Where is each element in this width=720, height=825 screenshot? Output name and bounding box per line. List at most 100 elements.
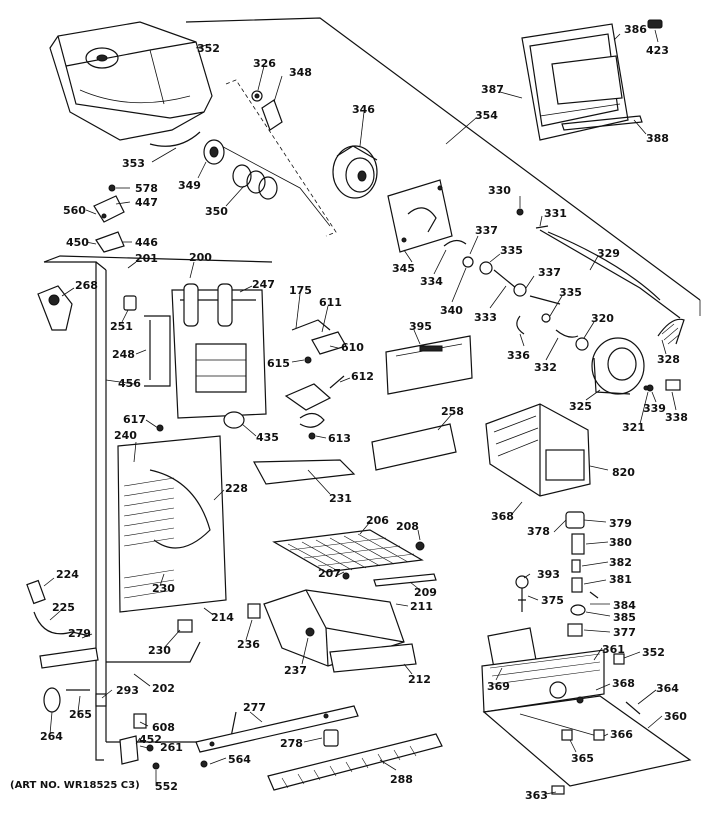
callout-175: 175 bbox=[289, 284, 312, 297]
shutter-motor-part bbox=[575, 318, 685, 395]
callout-361: 361 bbox=[602, 643, 625, 656]
callout-201: 201 bbox=[135, 252, 158, 265]
linkage-parts bbox=[443, 208, 681, 338]
control-panel-part bbox=[385, 335, 473, 395]
callout-237: 237 bbox=[284, 664, 307, 677]
callout-615: 615 bbox=[267, 357, 290, 370]
callout-611: 611 bbox=[319, 296, 342, 309]
callout-456: 456 bbox=[118, 377, 141, 390]
callout-224: 224 bbox=[56, 568, 79, 581]
callout-423: 423 bbox=[646, 44, 669, 57]
callout-331: 331 bbox=[544, 207, 567, 220]
callout-368b: 368 bbox=[612, 677, 635, 690]
callout-214: 214 bbox=[211, 611, 234, 624]
callout-328: 328 bbox=[657, 353, 680, 366]
callout-206: 206 bbox=[366, 514, 389, 527]
callout-333: 333 bbox=[474, 311, 497, 324]
callout-384: 384 bbox=[613, 599, 636, 612]
callout-225: 225 bbox=[52, 601, 75, 614]
callout-288: 288 bbox=[390, 773, 413, 786]
callout-200: 200 bbox=[189, 251, 212, 264]
callout-385: 385 bbox=[613, 611, 636, 624]
callout-268: 268 bbox=[75, 279, 98, 292]
callout-446: 446 bbox=[135, 236, 158, 249]
callout-335a: 335 bbox=[500, 244, 523, 257]
callout-349: 349 bbox=[178, 179, 201, 192]
callout-265: 265 bbox=[69, 708, 92, 721]
callout-202: 202 bbox=[152, 682, 175, 695]
callout-207: 207 bbox=[318, 567, 341, 580]
callout-435: 435 bbox=[256, 431, 279, 444]
callout-340: 340 bbox=[440, 304, 463, 317]
toe-grille-part bbox=[267, 733, 443, 791]
drain-bracket-part bbox=[253, 459, 356, 485]
callout-387: 387 bbox=[481, 83, 504, 96]
callout-231: 231 bbox=[329, 492, 352, 505]
callout-380: 380 bbox=[609, 536, 632, 549]
callout-332: 332 bbox=[534, 361, 557, 374]
bin-drawer-part bbox=[263, 589, 417, 673]
lower-left-hardware-part bbox=[43, 687, 160, 770]
callout-365: 365 bbox=[571, 752, 594, 765]
callout-452: 452 bbox=[139, 733, 162, 746]
callout-378: 378 bbox=[527, 525, 550, 538]
callout-330: 330 bbox=[488, 184, 511, 197]
motor-bracket-part bbox=[387, 179, 453, 253]
callout-578: 578 bbox=[135, 182, 158, 195]
callout-326: 326 bbox=[253, 57, 276, 70]
callout-334: 334 bbox=[420, 275, 443, 288]
callout-820: 820 bbox=[612, 466, 635, 479]
callout-366: 366 bbox=[610, 728, 633, 741]
bottom-rail-part bbox=[195, 705, 359, 768]
evaporator-coil-part bbox=[117, 435, 227, 613]
ice-maker-part bbox=[485, 403, 591, 497]
callout-251: 251 bbox=[110, 320, 133, 333]
wire-shelf-part bbox=[272, 529, 424, 573]
nut-and-bracket-part bbox=[251, 90, 283, 131]
callout-377: 377 bbox=[613, 626, 636, 639]
callout-608: 608 bbox=[152, 721, 175, 734]
callout-352b: 352 bbox=[642, 646, 665, 659]
callout-277: 277 bbox=[243, 701, 266, 714]
callout-338: 338 bbox=[665, 411, 688, 424]
callout-354: 354 bbox=[475, 109, 498, 122]
cover-panel-part bbox=[371, 423, 457, 471]
callout-379: 379 bbox=[609, 517, 632, 530]
callout-395: 395 bbox=[409, 320, 432, 333]
cabinet-frame-part bbox=[43, 255, 273, 761]
callout-381: 381 bbox=[609, 573, 632, 586]
dispenser-components-part bbox=[515, 511, 599, 637]
fan-motor-parts bbox=[284, 319, 347, 440]
dispenser-door-part bbox=[521, 19, 663, 141]
coupling-and-spring-part bbox=[203, 139, 278, 200]
callout-261: 261 bbox=[160, 741, 183, 754]
callout-337a: 337 bbox=[475, 224, 498, 237]
callout-364: 364 bbox=[656, 682, 679, 695]
callout-329: 329 bbox=[597, 247, 620, 260]
callout-552: 552 bbox=[155, 780, 178, 793]
callout-610: 610 bbox=[341, 341, 364, 354]
callout-320: 320 bbox=[591, 312, 614, 325]
callout-230a: 230 bbox=[152, 582, 175, 595]
block-part bbox=[323, 729, 339, 747]
callout-363: 363 bbox=[525, 789, 548, 802]
callout-211: 211 bbox=[410, 600, 433, 613]
callout-336: 336 bbox=[507, 349, 530, 362]
callout-353: 353 bbox=[122, 157, 145, 170]
callout-346: 346 bbox=[352, 103, 375, 116]
callout-393: 393 bbox=[537, 568, 560, 581]
callout-564: 564 bbox=[228, 753, 251, 766]
callout-337b: 337 bbox=[538, 266, 561, 279]
callout-321: 321 bbox=[622, 421, 645, 434]
callout-230b: 230 bbox=[148, 644, 171, 657]
callout-386: 386 bbox=[624, 23, 647, 36]
callout-248: 248 bbox=[112, 348, 135, 361]
callout-209: 209 bbox=[414, 586, 437, 599]
callout-612: 612 bbox=[351, 370, 374, 383]
callout-228: 228 bbox=[225, 482, 248, 495]
callout-345: 345 bbox=[392, 262, 415, 275]
callout-447: 447 bbox=[135, 196, 158, 209]
callout-352: 352 bbox=[197, 42, 220, 55]
